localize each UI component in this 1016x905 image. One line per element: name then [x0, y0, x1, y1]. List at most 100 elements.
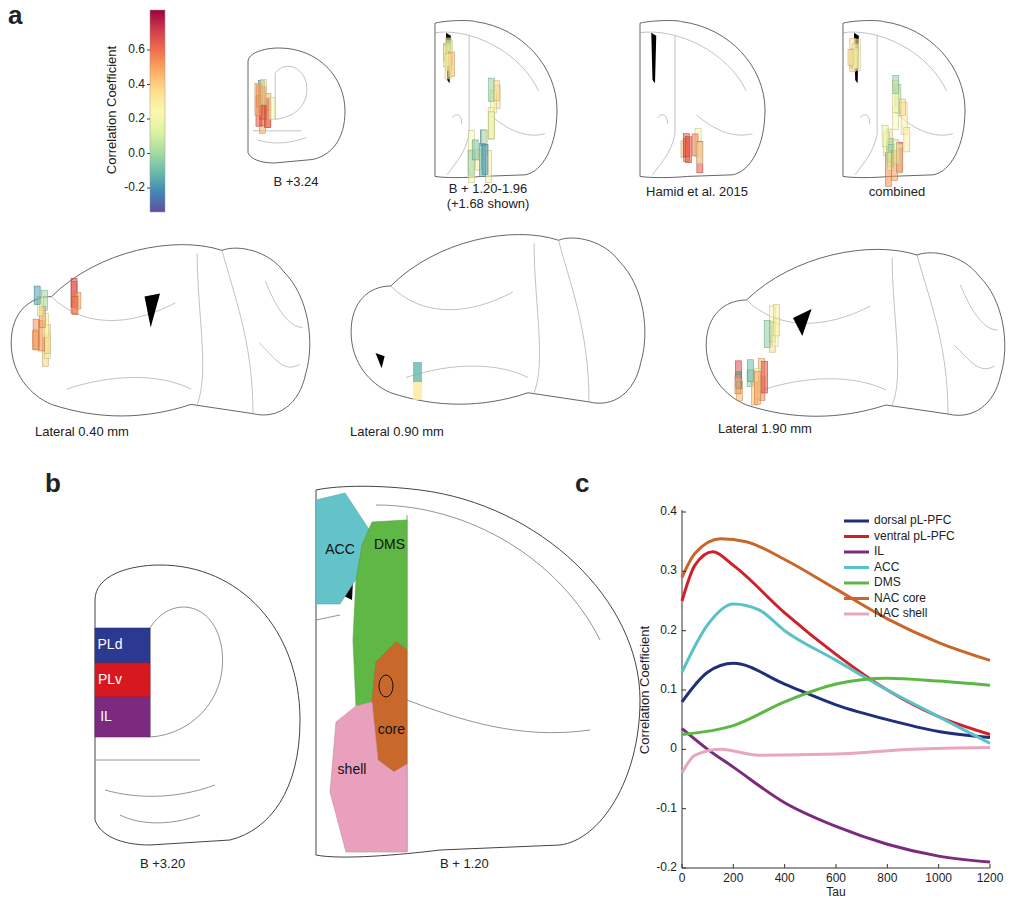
- tick-label: 0.3: [660, 564, 677, 578]
- section-contour: [316, 615, 340, 620]
- axis-tick: [682, 749, 686, 750]
- region-label: DMS: [374, 537, 405, 552]
- electrode-track: [493, 81, 499, 101]
- colorbar-tick: [147, 50, 150, 51]
- tick-label: 0.1: [660, 683, 677, 697]
- data-curve: [682, 604, 990, 743]
- legend-label: ventral pL-PFC: [874, 530, 955, 543]
- caption-label: 0.4: [128, 78, 145, 92]
- electrode-track: [735, 375, 741, 394]
- section-contour: [696, 115, 752, 135]
- section-contour: [150, 607, 223, 737]
- tick-label: 1200: [977, 872, 1004, 886]
- caption-label: 0.0: [128, 147, 145, 161]
- legend-label: IL: [874, 545, 884, 558]
- section-contour: [559, 240, 590, 402]
- section-contour: [762, 379, 886, 390]
- electrode-track: [893, 75, 899, 93]
- electrode-track: [697, 142, 703, 164]
- legend-line-sample: [844, 597, 869, 600]
- data-curve: [682, 678, 990, 734]
- caption-label: Lateral 0.40 mm: [35, 425, 129, 440]
- electrode-track: [754, 371, 760, 404]
- axis-tick: [682, 630, 686, 631]
- electrode-track: [33, 319, 39, 350]
- caption-label: 0.6: [128, 43, 145, 57]
- axis-tick: [682, 512, 686, 513]
- region-label: PLv: [98, 672, 122, 687]
- section-contour: [95, 760, 200, 761]
- colorbar-tick: [147, 119, 150, 120]
- electrode-track: [882, 125, 888, 147]
- section-outline: [435, 21, 557, 178]
- section-contour: [452, 115, 462, 125]
- section-contour: [258, 138, 307, 143]
- electrode-track: [848, 49, 854, 65]
- section-contour: [892, 258, 898, 405]
- region-label: PLd: [98, 637, 123, 652]
- panel-letter: b: [45, 469, 61, 499]
- section-contour: [917, 255, 948, 414]
- caption-label: B +3.20: [140, 857, 185, 872]
- section-outline: [248, 48, 345, 163]
- electrode-track: [764, 320, 770, 347]
- caption-label: B +3.24: [273, 175, 318, 190]
- electrode-track: [697, 141, 703, 173]
- section-contour: [120, 815, 200, 823]
- legend-line-sample: [844, 613, 869, 616]
- electrode-track: [445, 54, 451, 79]
- section-contour: [877, 36, 878, 134]
- electrode-track: [269, 98, 275, 119]
- section-contour: [105, 785, 215, 796]
- colorbar-tick: [147, 188, 150, 189]
- caption-label: B + 1.20: [440, 857, 489, 872]
- electrode-track: [33, 331, 39, 349]
- axis-tick: [682, 808, 686, 809]
- electrode-track: [488, 108, 494, 140]
- section-outline: [316, 486, 640, 857]
- caption-label: combined: [869, 185, 925, 200]
- section-contour: [391, 286, 513, 310]
- section-contour: [406, 366, 528, 377]
- colorbar-tick: [147, 84, 150, 85]
- electrode-track: [261, 80, 267, 105]
- tick-label: 400: [775, 872, 795, 886]
- panel-letter: a: [8, 1, 22, 31]
- axis-tick: [938, 864, 939, 868]
- legend-line-sample: [844, 582, 869, 585]
- section-contour: [534, 243, 539, 392]
- axis-tick: [682, 571, 686, 572]
- region-label: core: [378, 722, 405, 737]
- colorbar: [150, 10, 165, 212]
- axis-tick: [682, 868, 686, 869]
- legend-label: NAC core: [874, 592, 926, 605]
- section-contour: [658, 115, 668, 125]
- legend-label: dorsal pL-PFC: [874, 514, 951, 527]
- section-contour: [447, 134, 469, 175]
- tick-label: 200: [723, 872, 743, 886]
- section-contour: [407, 700, 590, 733]
- section-outline: [640, 21, 765, 178]
- tick-label: 600: [826, 872, 846, 886]
- section-contour: [653, 134, 676, 175]
- electrode-track: [413, 362, 422, 382]
- ventricle: [651, 33, 656, 84]
- electrode-track: [897, 142, 903, 172]
- region-label: IL: [100, 709, 112, 724]
- electrode-track: [472, 140, 478, 160]
- brain-section: [248, 48, 345, 163]
- section-contour: [675, 36, 676, 134]
- caption-label: Lateral 0.90 mm: [350, 425, 444, 440]
- section-contour: [954, 345, 994, 369]
- anterior-commissure: [379, 675, 393, 697]
- axis-tick: [682, 690, 686, 691]
- axis-tick: [836, 864, 837, 868]
- data-curve: [682, 539, 990, 661]
- legend-label: ACC: [874, 561, 899, 574]
- legend-label: DMS: [874, 576, 901, 589]
- caption-label: Hamid et al. 2015: [646, 185, 748, 200]
- tick-label: -0.2: [656, 861, 677, 875]
- electrode-track: [747, 360, 753, 382]
- section-contour: [67, 377, 191, 389]
